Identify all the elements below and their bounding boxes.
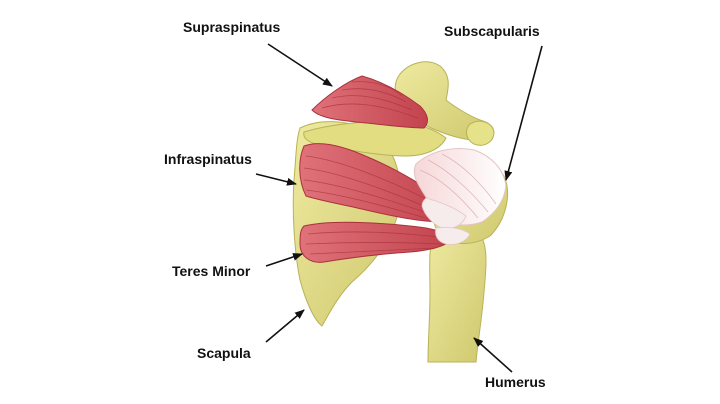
scapula-arrow [265, 309, 305, 343]
coracoid-bone [466, 120, 495, 146]
humerus-label: Humerus [485, 374, 546, 390]
scapula-label: Scapula [197, 345, 251, 361]
humerus-arrow [473, 337, 513, 373]
teres-minor-arrow [265, 253, 303, 267]
supraspinatus-muscle [311, 75, 428, 129]
subscapularis-arrow [504, 45, 543, 181]
teres-minor-tendon [435, 226, 471, 245]
humerus-bone [427, 230, 487, 363]
infraspinatus-label: Infraspinatus [164, 151, 252, 167]
subscapularis-label: Subscapularis [444, 23, 540, 39]
supraspinatus-label: Supraspinatus [183, 19, 281, 35]
teres-minor-label: Teres Minor [172, 263, 251, 279]
supraspinatus-arrow [267, 43, 333, 87]
infraspinatus-arrow [255, 173, 297, 186]
